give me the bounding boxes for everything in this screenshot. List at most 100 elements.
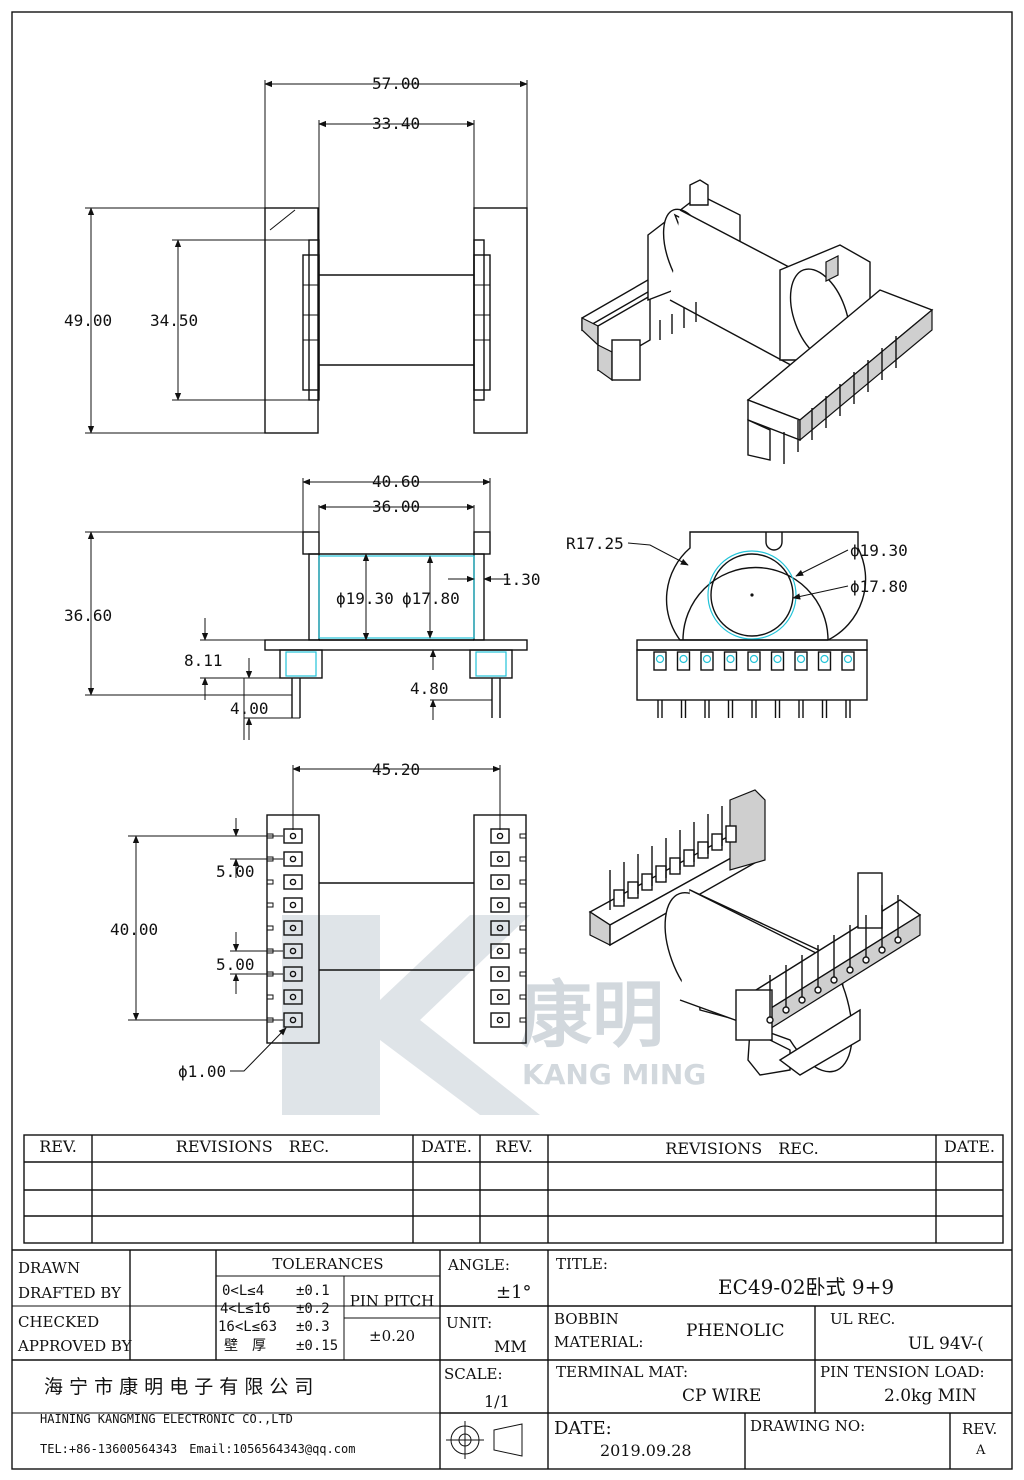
revisions-table [23, 1134, 1004, 1244]
bottom-pin-hole [496, 855, 504, 863]
isometric-view-bottom [588, 789, 922, 1076]
iso-pin-hole [878, 946, 886, 954]
bottom-pin-tab [266, 902, 274, 908]
dim-side-radius: R17.25 [566, 534, 624, 553]
angle-label: ANGLE: [448, 1256, 510, 1274]
bottom-pin-tab [519, 833, 527, 839]
tol-range-3: 16<L≤63 [218, 1319, 278, 1335]
watermark-cn: 康明 [520, 973, 664, 1057]
bottom-pin-pad [283, 989, 303, 1005]
dim-wall: 1.30 [502, 570, 541, 589]
iso-pin-hole [814, 986, 822, 994]
iso-pin-block [641, 873, 653, 891]
unit-value: MM [494, 1337, 527, 1356]
bottom-pin-tab [519, 1017, 527, 1023]
sheet-border [11, 11, 1013, 1470]
scale-value: 1/1 [484, 1392, 510, 1411]
iso-pin-block [725, 825, 737, 843]
iso-pin-block [655, 865, 667, 883]
top-view: 57.00 33.40 49.00 34.50 [64, 74, 528, 434]
dim-side-outer: ϕ19.30 [850, 541, 908, 560]
dim-tube-inner: ϕ17.80 [402, 589, 460, 608]
iso-pin-hole [862, 956, 870, 964]
side-view: R17.25 ϕ19.30 ϕ17.80 [566, 531, 908, 718]
tol-range-2: 4<L≤16 [220, 1301, 271, 1317]
bottom-pin-tab [519, 948, 527, 954]
iso-pin-hole [846, 966, 854, 974]
bottom-pin-hole [496, 878, 504, 886]
bottom-view: 45.20 40.00 5.00 5.00 ϕ1.00 [110, 760, 527, 1081]
bottom-pin-hole [289, 924, 297, 932]
side-pin-hole [796, 654, 806, 664]
isometric-view-top [581, 179, 934, 464]
date-label: DATE: [554, 1418, 612, 1439]
iso-pin-block [669, 857, 681, 875]
pin-tension-label: PIN TENSION LOAD: [820, 1363, 985, 1381]
pin-tension-value: 2.0kg MIN [884, 1386, 977, 1406]
bottom-pin-pad [490, 943, 510, 959]
pin-pitch-value: ±0.20 [369, 1327, 415, 1345]
ul-value: UL 94V-( [908, 1334, 984, 1354]
bottom-pin-pad [490, 851, 510, 867]
bottom-pin-pad [283, 966, 303, 982]
dim-bottom-height: 40.00 [110, 920, 158, 939]
bottom-pin-pad [283, 897, 303, 913]
bottom-pin-hole [289, 970, 297, 978]
bottom-pin-pad [490, 874, 510, 890]
watermark-en: KANG MING [522, 1058, 706, 1091]
side-pin-hole [655, 654, 665, 664]
ul-label: UL REC. [830, 1310, 896, 1328]
bottom-pin-tab [519, 925, 527, 931]
drafted-by-label: DRAFTED BY [18, 1284, 121, 1302]
iso-pin-hole [798, 996, 806, 1004]
bottom-pin-pad [283, 920, 303, 936]
side-pin-slot [723, 651, 738, 671]
iso-pin-block [613, 889, 625, 907]
bottom-pin-tab [266, 925, 274, 931]
side-pin-hole [820, 654, 829, 664]
rev-header-1: REV. [39, 1137, 77, 1156]
date-header-1: DATE. [421, 1137, 472, 1156]
tol-range-1: 0<L≤4 [222, 1283, 265, 1299]
side-pin-hole [702, 654, 712, 664]
rev-label: REV. [962, 1420, 998, 1438]
bottom-pin-hole [289, 832, 297, 840]
revisions-header-2: REVISIONS REC. [665, 1139, 819, 1158]
revisions-header-1: REVISIONS REC. [175, 1137, 330, 1156]
company-contact: TEL:+86-13600564343 Email:1056564343@qq.… [40, 1442, 356, 1456]
bottom-pin-hole [496, 832, 504, 840]
side-pin-hole [679, 654, 688, 664]
tol-value-4: ±0.15 [296, 1338, 339, 1354]
bottom-pin-pad [490, 989, 510, 1005]
angle-value: ±1° [496, 1282, 532, 1303]
iso-pin-block [627, 881, 639, 899]
bottom-pin-hole [289, 901, 297, 909]
tolerances-label: TOLERANCES [272, 1255, 384, 1273]
title-label: TITLE: [556, 1255, 608, 1273]
side-pin-slot [747, 651, 761, 671]
iso-pin-hole [766, 1016, 774, 1024]
dim-pin-length: 4.00 [230, 699, 269, 718]
dim-front-height: 36.60 [64, 606, 112, 625]
drawing-title: EC49-02卧式 9+9 [718, 1275, 895, 1299]
dim-front-width-inner: 36.00 [372, 497, 420, 516]
dim-pitch-1: 5.00 [216, 862, 255, 881]
terminal-value: CP WIRE [682, 1386, 762, 1406]
side-pin-hole [726, 654, 735, 664]
side-pin-hole [773, 654, 782, 664]
bobbin-label: BOBBIN [554, 1310, 619, 1328]
tol-range-4: 壁 厚 [224, 1338, 266, 1354]
rev-value: A [976, 1443, 986, 1458]
approved-by-label: APPROVED BY [18, 1337, 132, 1355]
bottom-pin-pad [490, 1012, 510, 1028]
terminal-label: TERMINAL MAT: [556, 1363, 689, 1381]
bottom-pin-pad [283, 1012, 303, 1028]
iso-pin-hole [894, 936, 902, 944]
material-label: MATERIAL: [554, 1333, 644, 1351]
iso-pin-hole [830, 976, 838, 984]
iso-pin-hole [782, 1006, 790, 1014]
bottom-pin-hole [496, 924, 504, 932]
bottom-pin-pad [490, 897, 510, 913]
side-pin-slot [700, 651, 714, 671]
checked-label: CHECKED [18, 1313, 100, 1331]
